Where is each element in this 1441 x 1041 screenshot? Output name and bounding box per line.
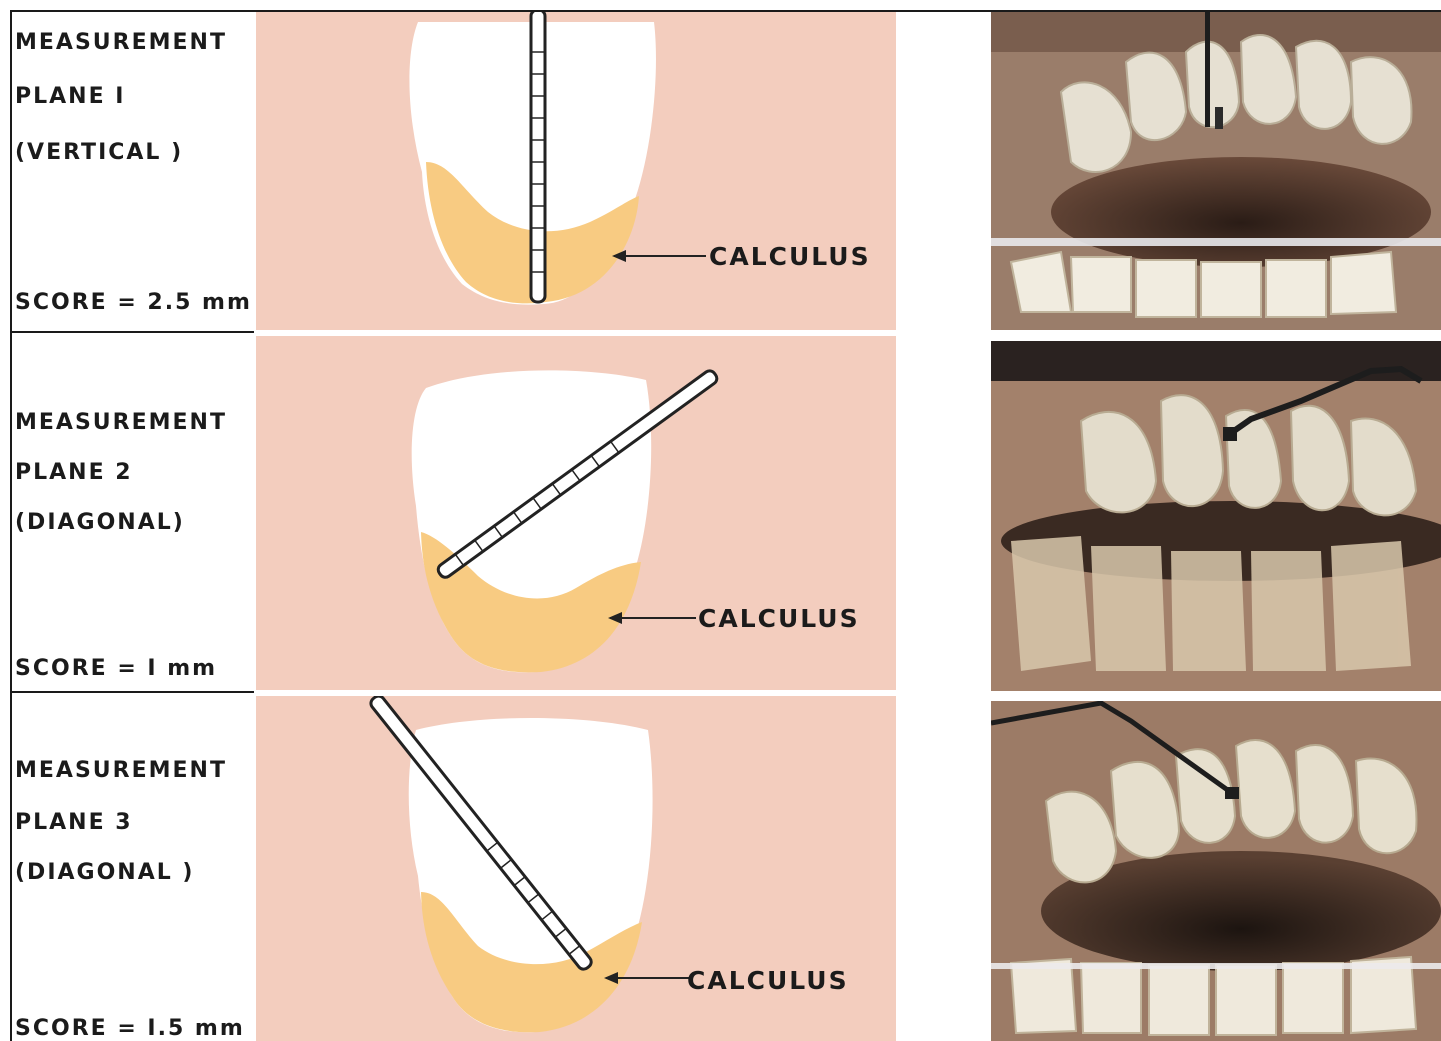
clinical-photo-plane-1 xyxy=(991,12,1441,330)
calculus-label: CALCULUS xyxy=(687,966,849,995)
calculus-label: CALCULUS xyxy=(709,242,871,271)
calculus-label: CALCULUS xyxy=(698,604,860,633)
tooth-diagram xyxy=(256,12,896,330)
periodontal-probe xyxy=(531,12,545,302)
row-divider xyxy=(12,331,254,333)
row-divider xyxy=(12,691,254,693)
orientation-label: (DIAGONAL ) xyxy=(15,860,194,885)
calculus-arrow xyxy=(612,250,706,262)
tooth-diagram xyxy=(256,336,896,690)
orientation-label: (DIAGONAL) xyxy=(15,510,185,535)
measurement-title: MEASUREMENT xyxy=(15,758,227,783)
measurement-title: MEASUREMENT xyxy=(15,410,227,435)
upper-teeth xyxy=(1011,536,1411,671)
panel-plane-2: MEASUREMENT PLANE 2 (DIAGONAL) SCORE = I… xyxy=(12,336,896,690)
plane-label: PLANE I xyxy=(15,84,125,109)
score-label: SCORE = 2.5 mm xyxy=(15,290,252,315)
panel-plane-3: MEASUREMENT PLANE 3 (DIAGONAL ) SCORE = … xyxy=(12,696,896,1041)
plane-label: PLANE 2 xyxy=(15,460,133,485)
label-column: MEASUREMENT PLANE 2 (DIAGONAL) SCORE = I… xyxy=(12,336,254,690)
label-column: MEASUREMENT PLANE I (VERTICAL ) SCORE = … xyxy=(12,12,254,330)
score-label: SCORE = I mm xyxy=(15,656,217,681)
clinical-photo-plane-2 xyxy=(991,341,1441,691)
probe xyxy=(1205,12,1210,127)
clinical-photo-plane-3 xyxy=(991,701,1441,1041)
calculus-arrow xyxy=(608,612,696,624)
orientation-label: (VERTICAL ) xyxy=(15,140,183,165)
score-label: SCORE = I.5 mm xyxy=(15,1016,245,1041)
plane-label: PLANE 3 xyxy=(15,810,133,835)
calculus-arrow xyxy=(604,972,690,984)
measurement-title: MEASUREMENT xyxy=(15,30,227,55)
panel-plane-1: MEASUREMENT PLANE I (VERTICAL ) SCORE = … xyxy=(12,12,896,330)
label-column: MEASUREMENT PLANE 3 (DIAGONAL ) SCORE = … xyxy=(12,696,254,1041)
